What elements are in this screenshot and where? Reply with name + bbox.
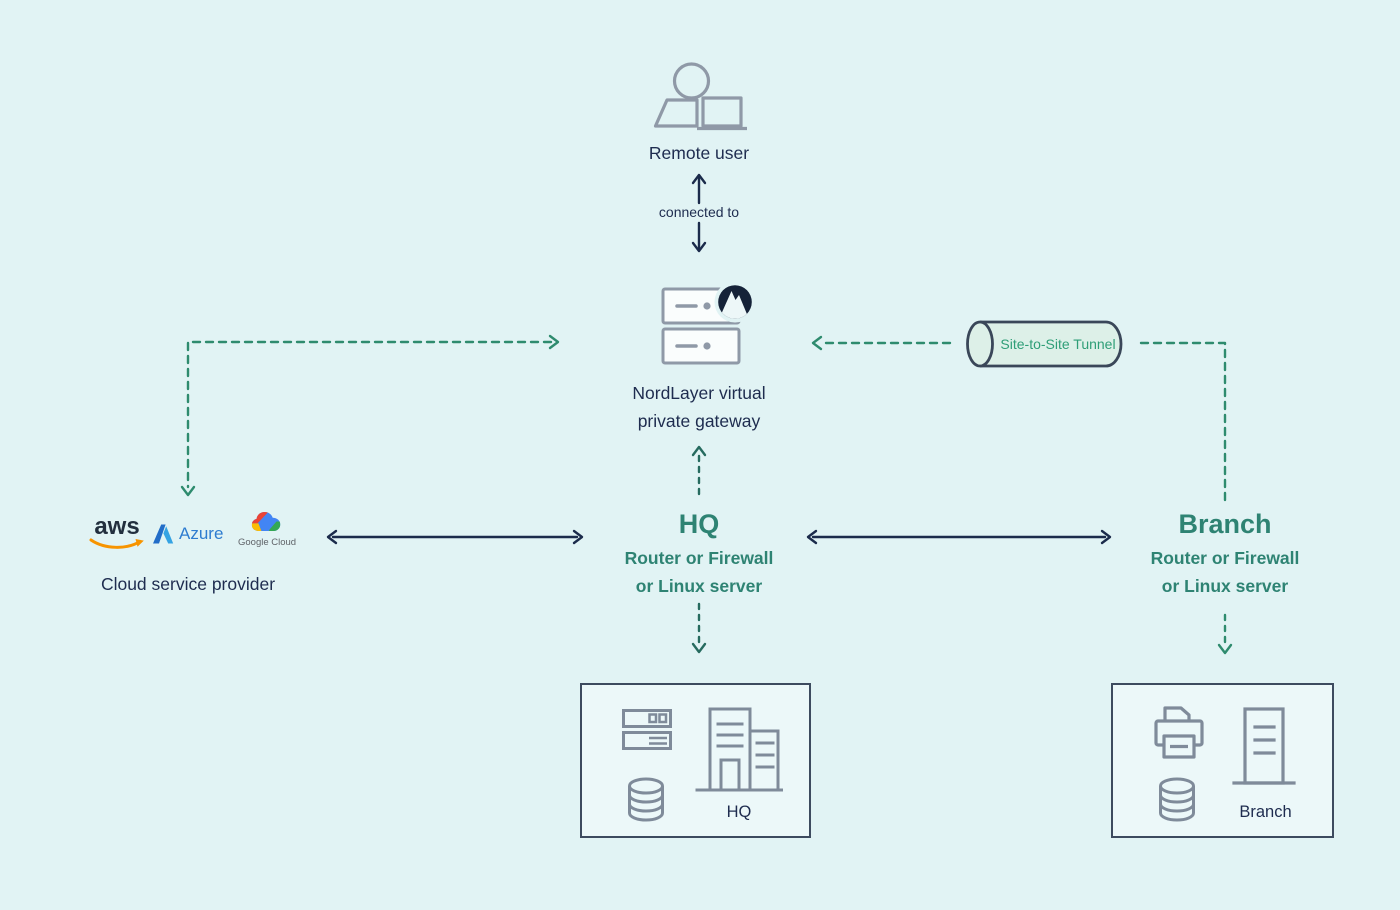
hq-subtitle-line1: Router or Firewall bbox=[624, 548, 774, 568]
arrow-cloud-gateway bbox=[180, 334, 560, 497]
branch-subtitle-line2: or Linux server bbox=[1161, 576, 1289, 596]
azure-icon bbox=[153, 524, 174, 544]
server-rack-icon bbox=[622, 709, 672, 750]
gateway-label-line2: private gateway bbox=[637, 411, 761, 431]
arrow-user-down bbox=[691, 221, 707, 253]
aws-swoosh-icon bbox=[89, 538, 144, 549]
cloud-provider-label: Cloud service provider bbox=[100, 574, 276, 594]
database-icon bbox=[1159, 777, 1195, 822]
server-tower-icon bbox=[1232, 707, 1296, 785]
google-cloud-text: Google Cloud bbox=[238, 537, 297, 548]
branch-title: Branch bbox=[1178, 509, 1272, 539]
arrow-branch-box bbox=[1217, 613, 1233, 655]
branch-box-label: Branch bbox=[1239, 803, 1292, 821]
gateway-label-line1: NordLayer virtual bbox=[632, 383, 766, 403]
site-to-site-tunnel: Site-to-Site Tunnel bbox=[954, 319, 1139, 369]
connected-to-label: connected to bbox=[658, 204, 740, 220]
arrow-tunnel-gateway bbox=[811, 335, 952, 351]
branch-site-box: Branch bbox=[1111, 683, 1334, 838]
tunnel-label: Site-to-Site Tunnel bbox=[1000, 336, 1116, 352]
arrow-hq-gateway bbox=[691, 445, 707, 496]
remote-user-label: Remote user bbox=[648, 143, 750, 163]
branch-subtitle-line1: Router or Firewall bbox=[1150, 548, 1300, 568]
hq-subtitle-line2: or Linux server bbox=[635, 576, 763, 596]
hq-site-box: HQ bbox=[580, 683, 811, 838]
hq-title: HQ bbox=[678, 509, 720, 539]
branch-node: Branch Router or Firewall or Linux serve… bbox=[1125, 508, 1325, 600]
hq-node: HQ Router or Firewall or Linux server bbox=[599, 508, 799, 600]
google-cloud-logo: Google Cloud bbox=[238, 507, 296, 548]
arrow-hq-box bbox=[691, 602, 707, 654]
nordlayer-gateway-icon bbox=[653, 281, 757, 369]
remote-user-icon bbox=[651, 52, 747, 132]
office-building-icon bbox=[695, 707, 783, 792]
hq-box-label: HQ bbox=[726, 803, 752, 821]
aws-logo-text: aws bbox=[94, 513, 140, 540]
google-cloud-icon bbox=[251, 512, 281, 531]
tunnel-end-ellipse bbox=[966, 320, 994, 368]
aws-logo: aws bbox=[88, 515, 146, 551]
gateway-label: NordLayer virtual private gateway bbox=[599, 379, 799, 435]
arrow-user-up bbox=[691, 173, 707, 205]
arrow-cloud-hq bbox=[326, 529, 584, 545]
line-tunnel-branch bbox=[1139, 341, 1227, 502]
arrow-hq-branch bbox=[806, 529, 1112, 545]
nord-logo-icon bbox=[718, 285, 752, 319]
azure-logo: Azure bbox=[152, 523, 223, 545]
azure-logo-text: Azure bbox=[179, 524, 224, 543]
printer-icon bbox=[1154, 706, 1204, 759]
database-icon bbox=[628, 777, 664, 822]
